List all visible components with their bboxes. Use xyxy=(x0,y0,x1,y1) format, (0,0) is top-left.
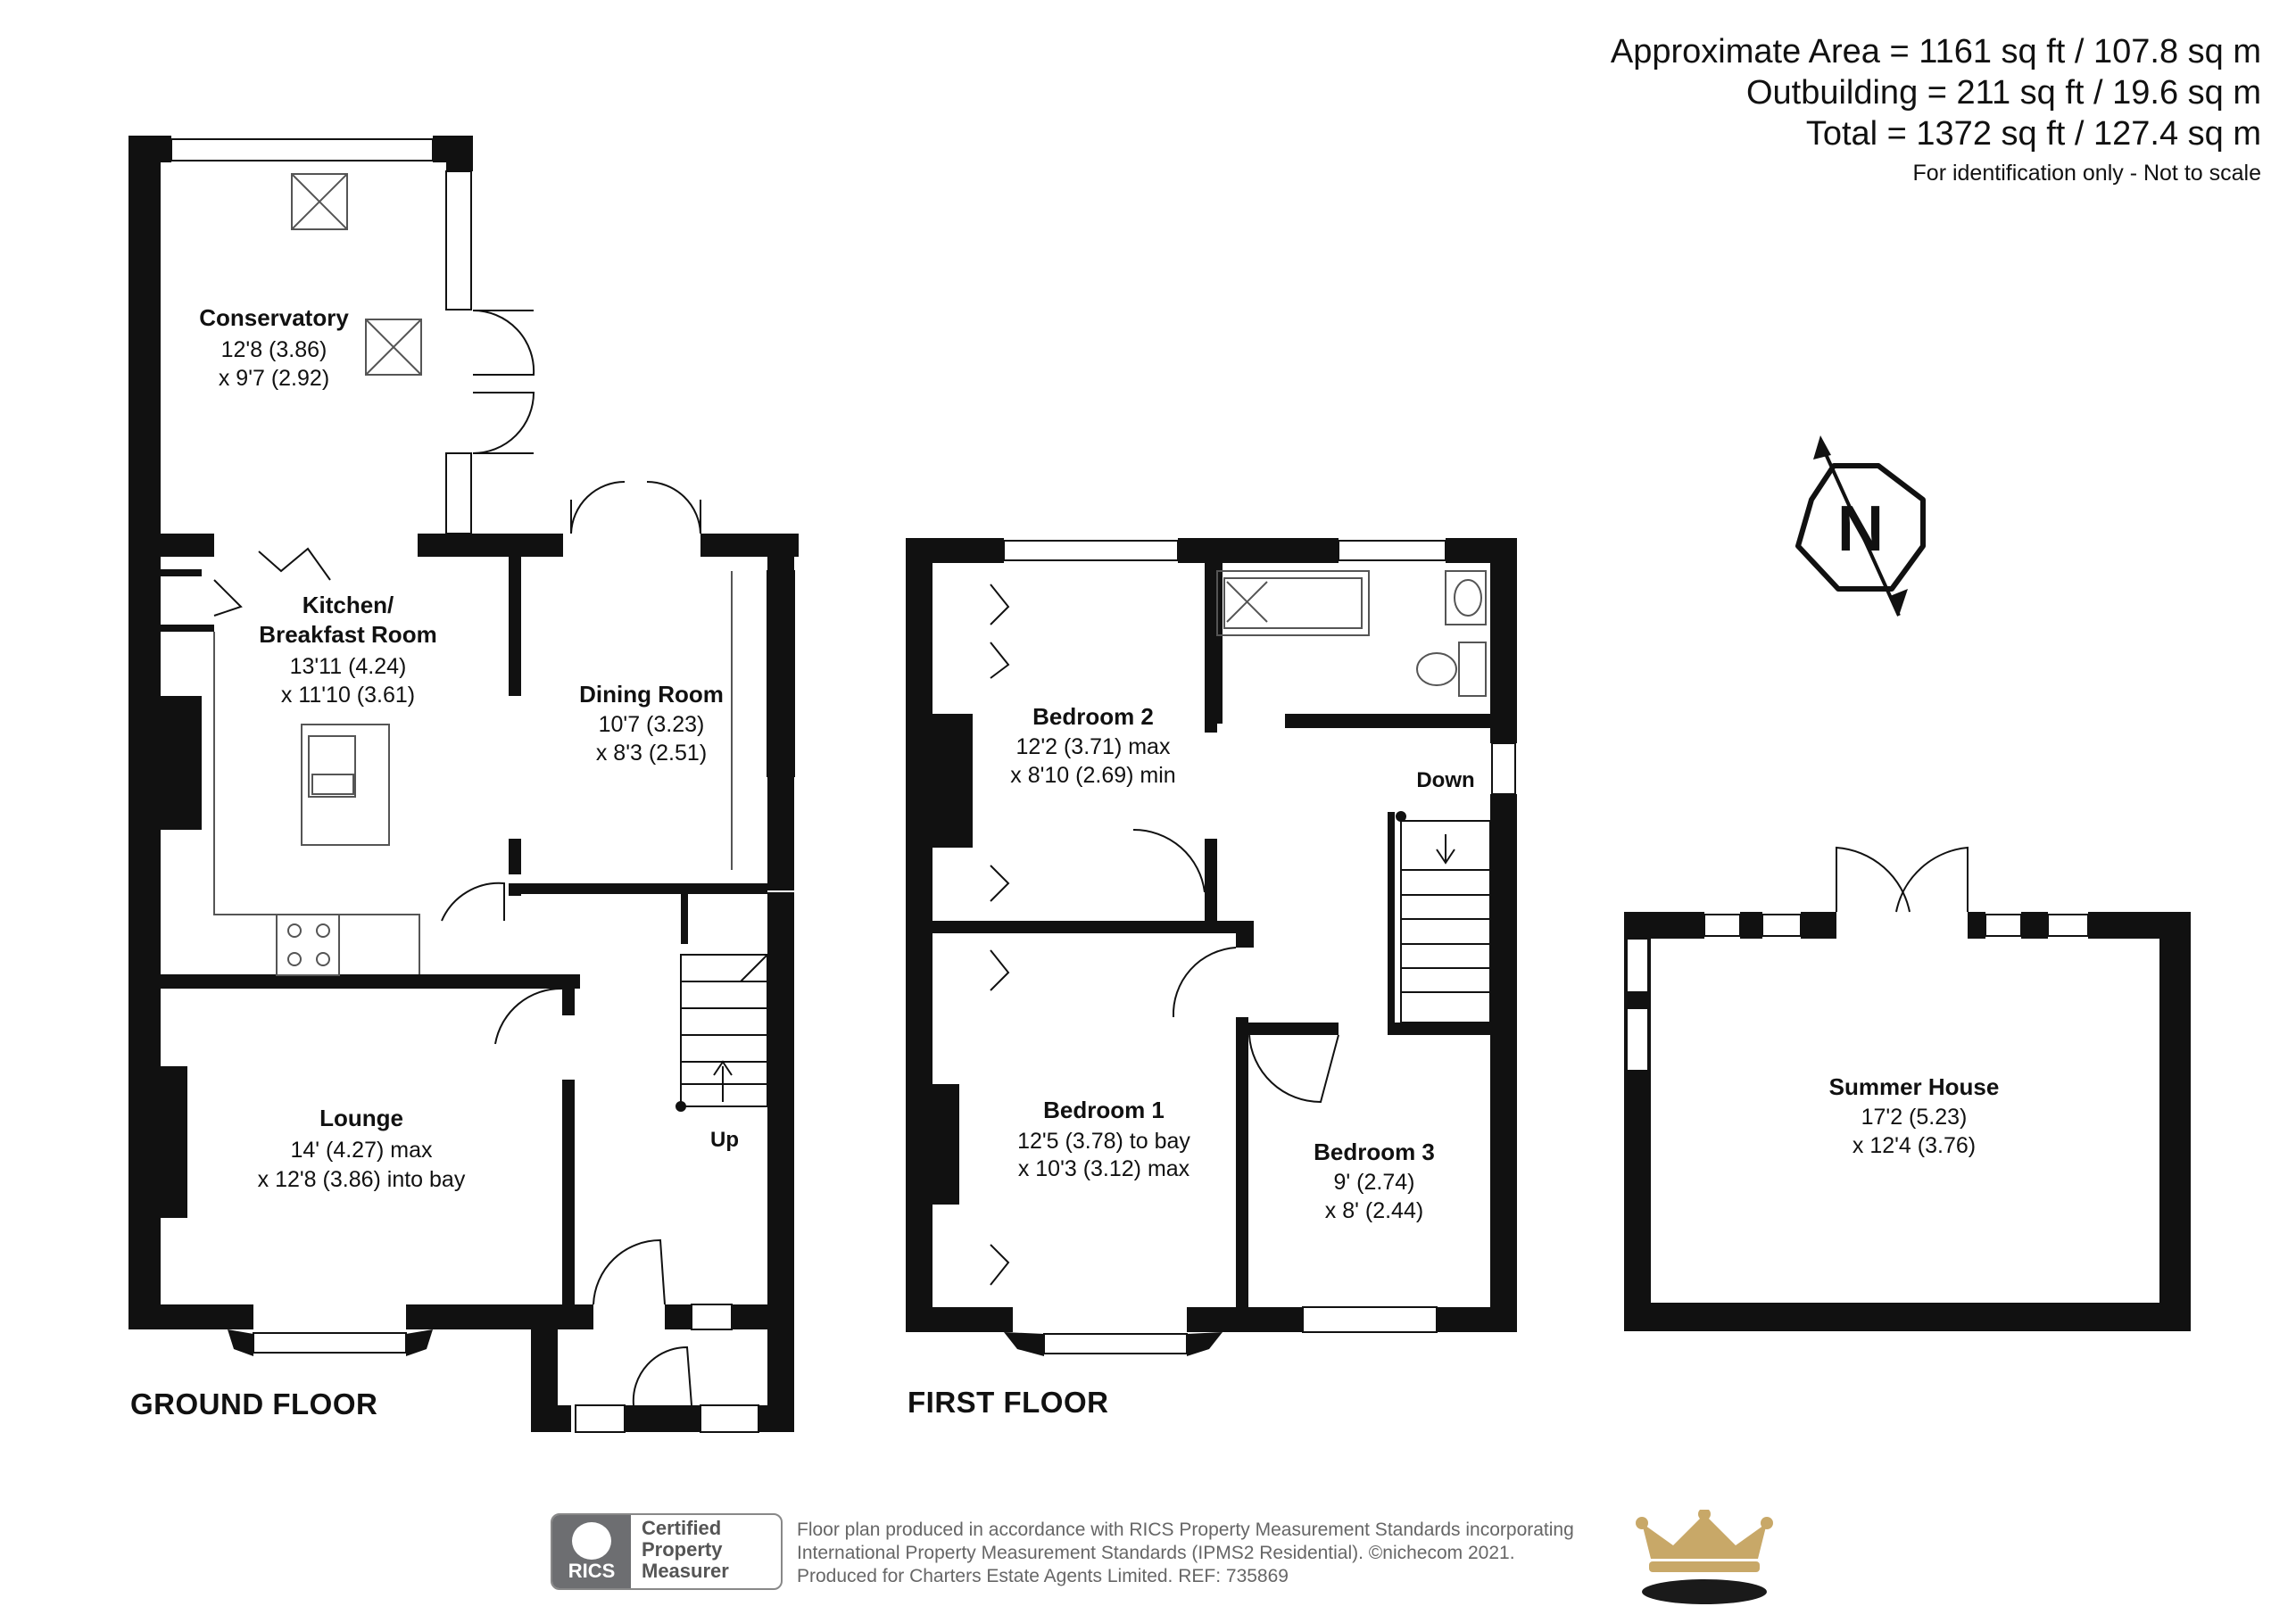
bedroom2-label: Bedroom 2 xyxy=(1032,703,1154,730)
bedroom3-label: Bedroom 3 xyxy=(1314,1139,1435,1165)
bedroom2-dim2: x 8'10 (2.69) min xyxy=(1010,763,1175,788)
approximate-area: Approximate Area = 1161 sq ft / 107.8 sq… xyxy=(1610,33,2261,70)
bedroom2-dim1: 12'2 (3.71) max xyxy=(1016,734,1171,759)
kitchen-dim2: x 11'10 (3.61) xyxy=(281,683,415,708)
dining-dim2: x 8'3 (2.51) xyxy=(596,741,707,766)
doors xyxy=(213,309,1969,1406)
lounge-dim2: x 12'8 (3.86) into bay xyxy=(258,1167,466,1192)
outbuilding-area: Outbuilding = 211 sq ft / 19.6 sq m xyxy=(1745,74,2261,112)
basin-icon xyxy=(1445,570,1487,625)
footer-line1: Floor plan produced in accordance with R… xyxy=(797,1519,1574,1540)
compass-icon xyxy=(1795,435,1926,617)
total-area: Total = 1372 sq ft / 127.4 sq m xyxy=(1805,115,2261,153)
badge-line1: Certified xyxy=(642,1517,722,1539)
summer-house-dim1: 17'2 (5.23) xyxy=(1861,1105,1968,1130)
lounge-label: Lounge xyxy=(319,1105,403,1131)
badge-text: Certified Property Measurer xyxy=(642,1518,729,1582)
bedroom3-dim1: 9' (2.74) xyxy=(1334,1170,1415,1195)
badge-line3: Measurer xyxy=(642,1560,729,1582)
rics-badge: RICS Certified Property Measurer xyxy=(551,1513,783,1590)
lounge-dim1: 14' (4.27) max xyxy=(290,1138,433,1163)
wc-icon xyxy=(1458,642,1487,697)
bedroom3-dim2: x 8' (2.44) xyxy=(1325,1198,1423,1223)
crown-icon xyxy=(1642,1514,1767,1559)
bedroom1-label: Bedroom 1 xyxy=(1043,1097,1165,1123)
bedroom1-dim1: 12'5 (3.78) to bay xyxy=(1017,1129,1190,1154)
scale-note: For identification only - Not to scale xyxy=(1912,161,2261,186)
stairs-up-label: Up xyxy=(710,1128,739,1152)
kitchen-label-1: Kitchen/ xyxy=(303,592,394,618)
rics-brand: RICS xyxy=(568,1560,616,1582)
compass-north-letter: N xyxy=(1837,493,1884,565)
footer-text: Floor plan produced in accordance with R… xyxy=(797,1519,1574,1588)
dining-label: Dining Room xyxy=(579,681,724,708)
conservatory-dim2: x 9'7 (2.92) xyxy=(219,366,329,391)
dining-dim1: 10'7 (3.23) xyxy=(599,712,705,737)
first-floor-label: FIRST FLOOR xyxy=(908,1386,1109,1419)
sink-icon xyxy=(308,735,356,798)
ground-left-wall xyxy=(128,136,161,1329)
ground-floor-label: GROUND FLOOR xyxy=(130,1387,378,1420)
room-labels: Conservatory 12'8 (3.86) x 9'7 (2.92) Ki… xyxy=(199,304,1999,1223)
windows xyxy=(170,138,2089,1433)
bath-icon xyxy=(1216,570,1370,636)
bedroom1-dim2: x 10'3 (3.12) max xyxy=(1018,1156,1190,1181)
kitchen-fixtures xyxy=(213,173,733,976)
kitchen-dim1: 13'11 (4.24) xyxy=(290,654,407,679)
rics-logo: RICS xyxy=(552,1515,631,1588)
summer-house-label: Summer House xyxy=(1829,1073,2000,1100)
ground-stairs xyxy=(676,954,770,1112)
kitchen-label-2: Breakfast Room xyxy=(259,621,436,648)
first-stairs xyxy=(1396,811,1491,1023)
hob-icon xyxy=(276,914,340,976)
stairs-down-label: Down xyxy=(1416,768,1474,792)
footer-line3: Produced for Charters Estate Agents Limi… xyxy=(797,1566,1289,1586)
conservatory-dim1: 12'8 (3.86) xyxy=(221,337,327,362)
footer-line2: International Property Measurement Stand… xyxy=(797,1543,1515,1563)
walls xyxy=(128,136,2191,1432)
kitchen-island xyxy=(301,724,390,846)
bay-walls xyxy=(228,1329,1223,1356)
first-left-wall xyxy=(906,538,932,1332)
summer-house-dim2: x 12'4 (3.76) xyxy=(1853,1133,1976,1158)
lion-icon xyxy=(572,1522,611,1560)
bathroom-fixtures xyxy=(1216,570,1487,697)
conservatory-label: Conservatory xyxy=(199,304,349,331)
badge-line2: Property xyxy=(642,1538,723,1561)
crown-logo xyxy=(1636,1510,1773,1604)
